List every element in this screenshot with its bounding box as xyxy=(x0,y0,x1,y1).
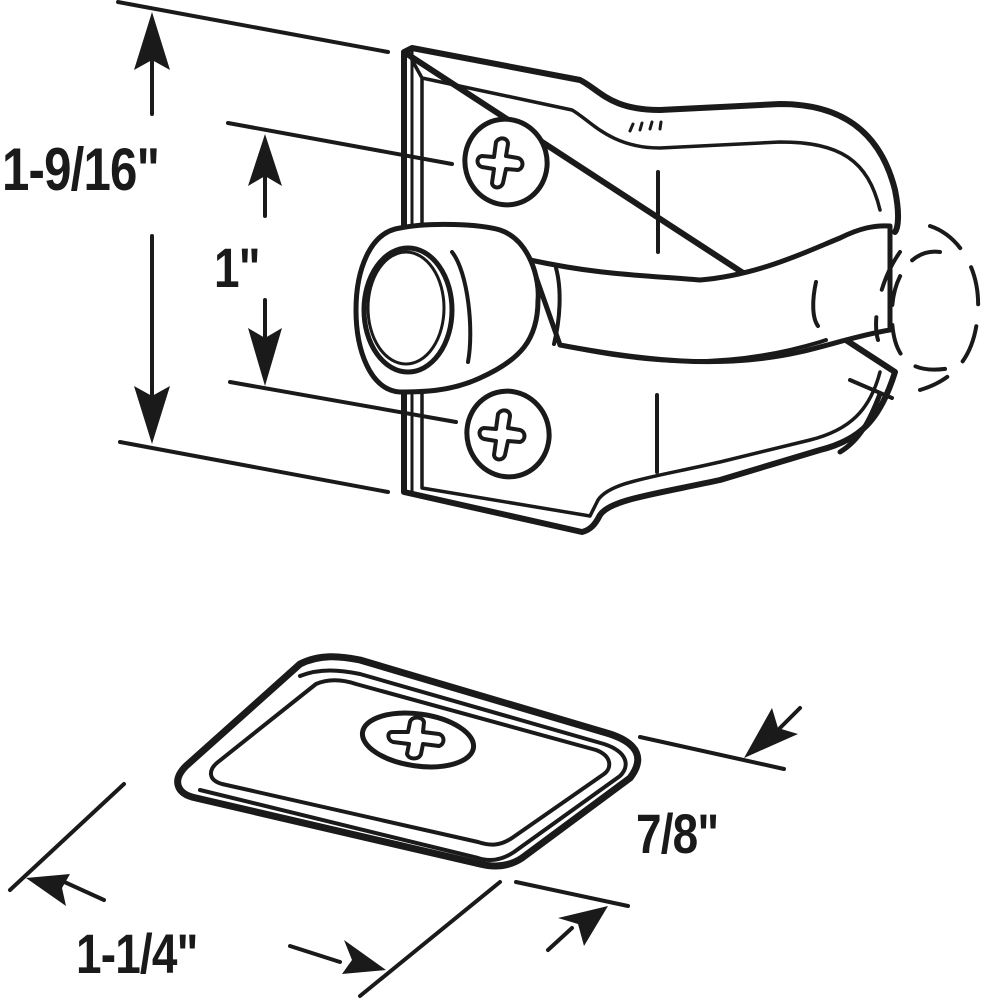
phillips-screw-icon xyxy=(464,388,552,480)
arrow-up-icon xyxy=(248,134,282,186)
hole-spacing-dimension xyxy=(226,121,458,424)
arrow-left-icon xyxy=(26,874,70,906)
arrow-down-icon xyxy=(134,386,170,444)
pad-width-label: 1-1/4" xyxy=(76,922,198,985)
arrow-up-icon xyxy=(134,12,170,70)
phillips-screw-icon xyxy=(462,116,550,208)
arrow-right-icon xyxy=(342,940,386,974)
arrow-up-right-icon xyxy=(558,906,608,946)
arrow-down-icon xyxy=(248,328,282,386)
phillips-screw-icon xyxy=(359,710,477,770)
pad-width-dimension xyxy=(8,782,502,998)
pad-depth-dimension xyxy=(514,706,802,952)
strike-pad-drawing xyxy=(174,653,642,870)
pad-depth-label: 7/8" xyxy=(636,802,719,865)
overall-height-dimension xyxy=(116,0,390,494)
overall-height-label: 1-9/16" xyxy=(2,136,160,203)
hole-spacing-label: 1" xyxy=(214,236,260,299)
arrow-down-left-icon xyxy=(744,708,798,758)
bracket-drawing xyxy=(353,45,981,535)
alternate-position-dashed xyxy=(837,224,981,455)
